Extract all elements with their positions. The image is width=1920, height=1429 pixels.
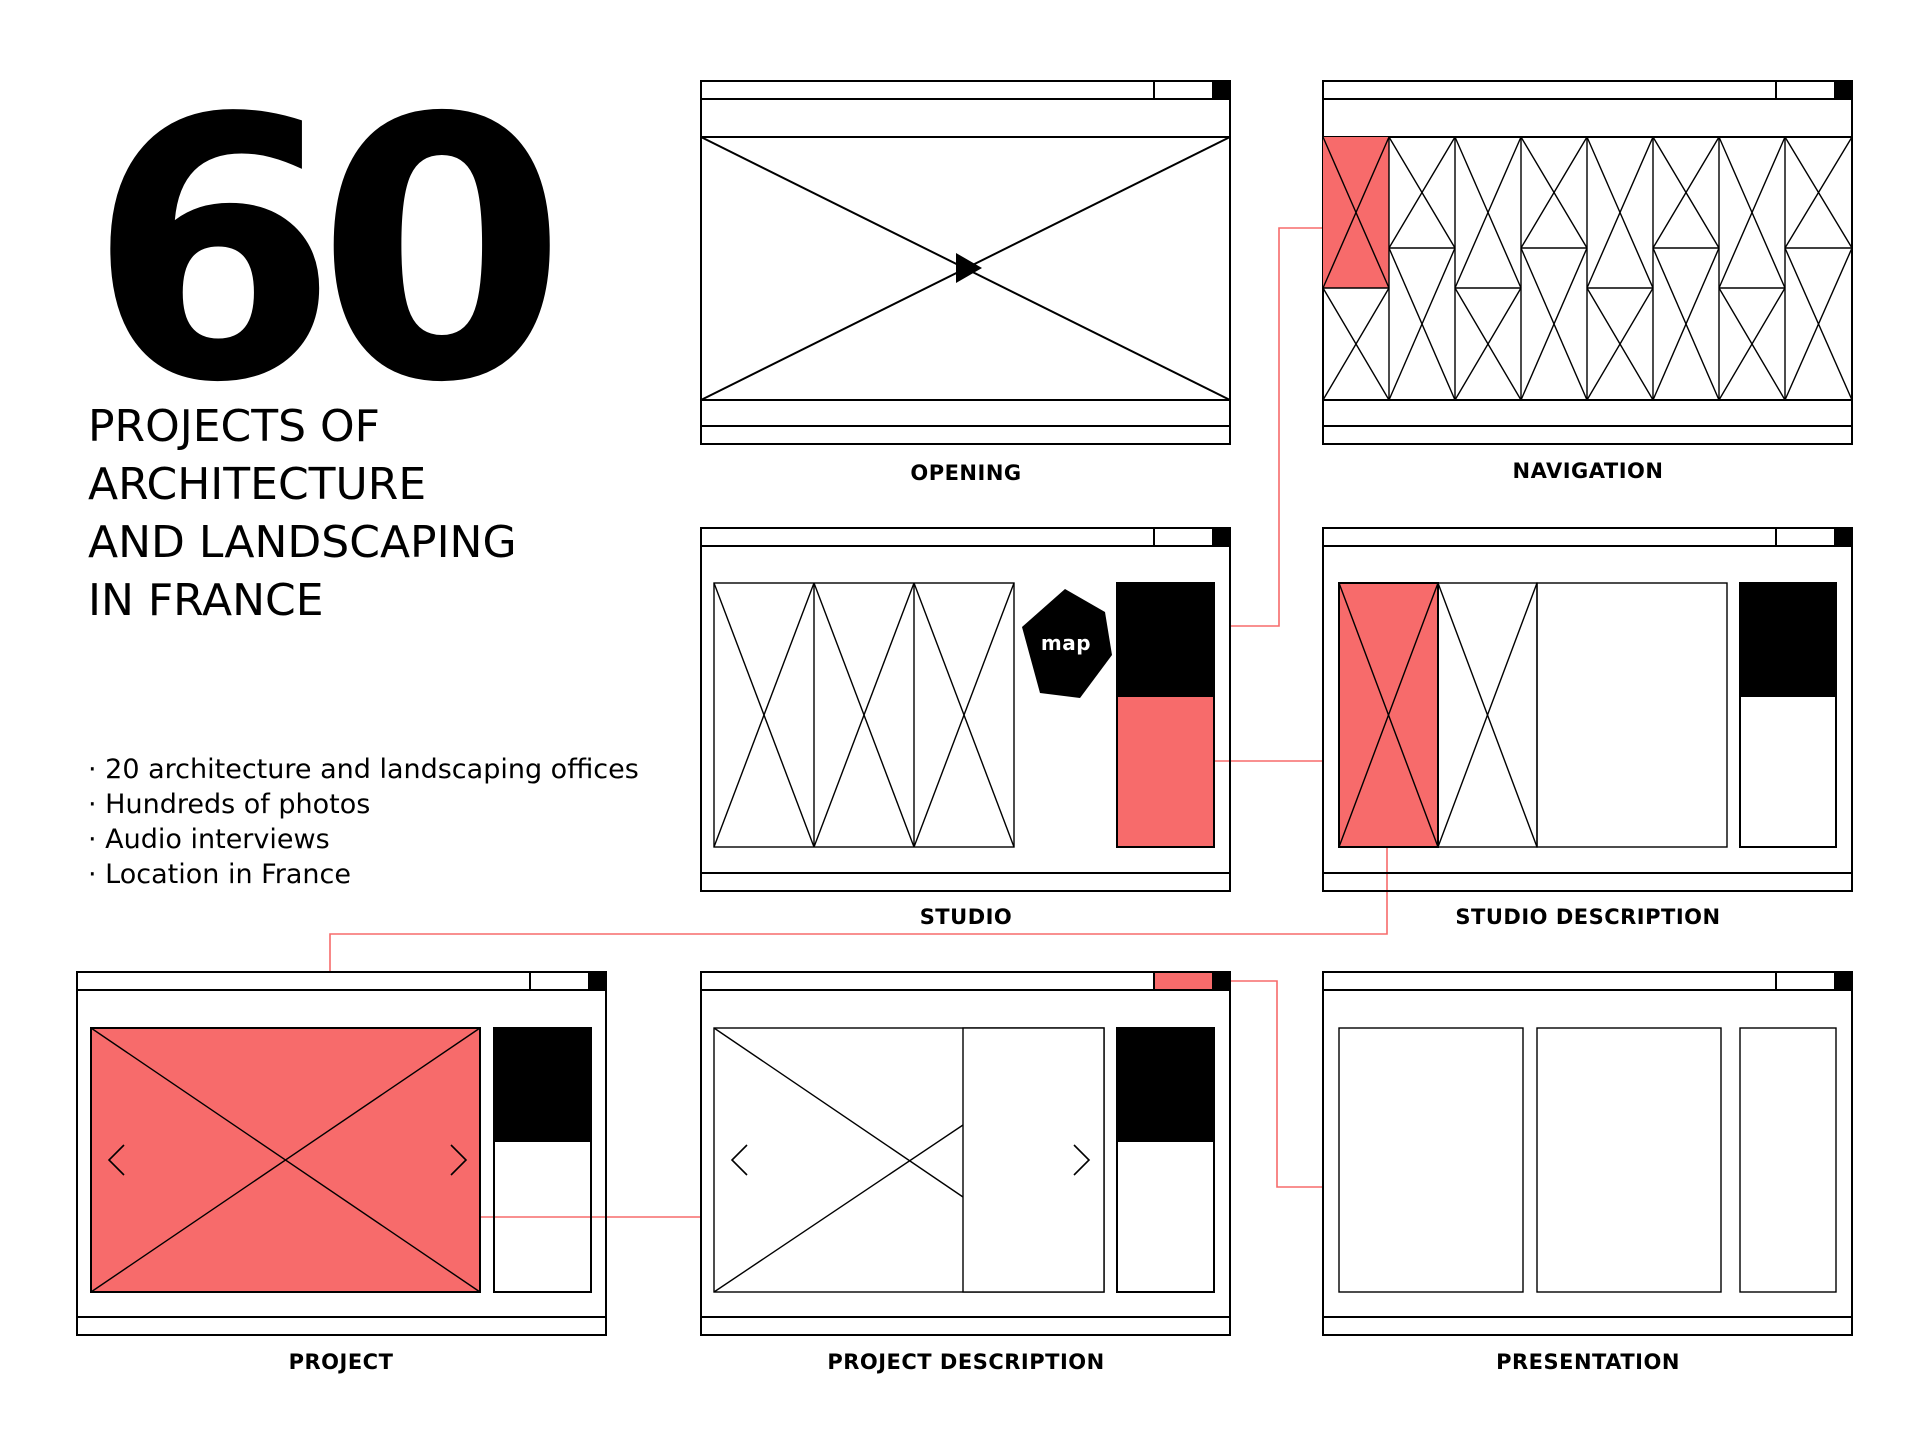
window-control-icon (1212, 527, 1231, 547)
window-frame (700, 971, 1231, 1336)
studio-info-panel (1739, 582, 1837, 697)
headline-line-4: IN FRANCE (88, 575, 324, 626)
feature-item: Audio interviews (88, 822, 639, 857)
screen-presentation (1322, 971, 1853, 1336)
feature-item: Hundreds of photos (88, 787, 639, 822)
connector-navigation-studio (1230, 227, 1323, 627)
window-control-icon (1212, 971, 1231, 991)
window-frame (76, 971, 607, 1336)
screen-label-project: PROJECT (289, 1350, 394, 1374)
screen-label-project-description: PROJECT DESCRIPTION (827, 1350, 1104, 1374)
project-text-panel (962, 1027, 1105, 1293)
headline-line-3: AND LANDSCAPING (88, 517, 517, 568)
feature-item: 20 architecture and landscaping offices (88, 752, 639, 787)
studio-detail-panel (1739, 695, 1837, 848)
studio-link-panel[interactable] (1116, 695, 1215, 848)
address-field (529, 971, 590, 991)
flow-connectors (329, 227, 1388, 1218)
address-field (1775, 80, 1836, 100)
presentation-column (1536, 1027, 1722, 1293)
presentation-column (1338, 1027, 1524, 1293)
connector-projectdesc-presentation (1230, 980, 1323, 1188)
address-field (1775, 971, 1836, 991)
chevron-left-icon[interactable] (107, 1144, 125, 1176)
studio-text-block (1536, 582, 1728, 848)
chevron-right-icon[interactable] (1073, 1144, 1091, 1176)
project-detail-panel (1116, 1140, 1215, 1293)
window-control-icon (588, 971, 607, 991)
chevron-right-icon[interactable] (450, 1144, 468, 1176)
screen-project (76, 971, 607, 1336)
window-control-icon (1212, 80, 1231, 100)
highlighted-address-field[interactable] (1153, 971, 1214, 991)
window-frame (700, 527, 1231, 892)
feature-list: 20 architecture and landscaping offices … (88, 752, 639, 892)
screen-opening (700, 80, 1231, 445)
screen-studio-description (1322, 527, 1853, 892)
address-field (1153, 527, 1214, 547)
project-info-panel (493, 1027, 592, 1142)
window-control-icon (1834, 971, 1853, 991)
screen-label-studio: STUDIO (920, 905, 1013, 929)
headline-line-1: PROJECTS OF (88, 401, 380, 452)
map-icon[interactable] (1022, 589, 1112, 698)
project-detail-panel (493, 1140, 592, 1293)
chevron-left-icon[interactable] (730, 1144, 748, 1176)
window-frame (1322, 971, 1853, 1336)
play-icon (956, 253, 982, 283)
studio-photo-pair (1338, 582, 1538, 848)
headline-line-2: ARCHITECTURE (88, 459, 427, 510)
presentation-column (1739, 1027, 1837, 1293)
media-cross (90, 1027, 481, 1293)
window-frame (1322, 527, 1853, 892)
media-cross (713, 1124, 964, 1293)
thumbnail-grid (1322, 136, 1853, 401)
feature-item: Location in France (88, 857, 639, 892)
address-field (1775, 527, 1836, 547)
window-control-icon (1834, 527, 1853, 547)
window-frame (700, 80, 1231, 445)
screen-studio (700, 527, 1231, 892)
map-label[interactable]: map (1041, 631, 1091, 655)
window-control-icon (1834, 80, 1853, 100)
screen-project-description (700, 971, 1231, 1336)
screen-label-opening: OPENING (910, 461, 1021, 485)
connector-description-project (329, 847, 1388, 972)
address-field (1153, 80, 1214, 100)
media-cross (713, 1027, 964, 1198)
studio-photo-strip (713, 582, 1015, 848)
screen-label-studio-description: STUDIO DESCRIPTION (1455, 905, 1720, 929)
project-info-panel (1116, 1027, 1215, 1142)
hero-number: 60 (88, 42, 567, 461)
screen-label-presentation: PRESENTATION (1496, 1350, 1680, 1374)
screen-navigation (1322, 80, 1853, 445)
screen-label-navigation: NAVIGATION (1513, 459, 1664, 483)
hero-headline: PROJECTS OF ARCHITECTURE AND LANDSCAPING… (88, 398, 517, 630)
studio-info-panel (1116, 582, 1215, 697)
